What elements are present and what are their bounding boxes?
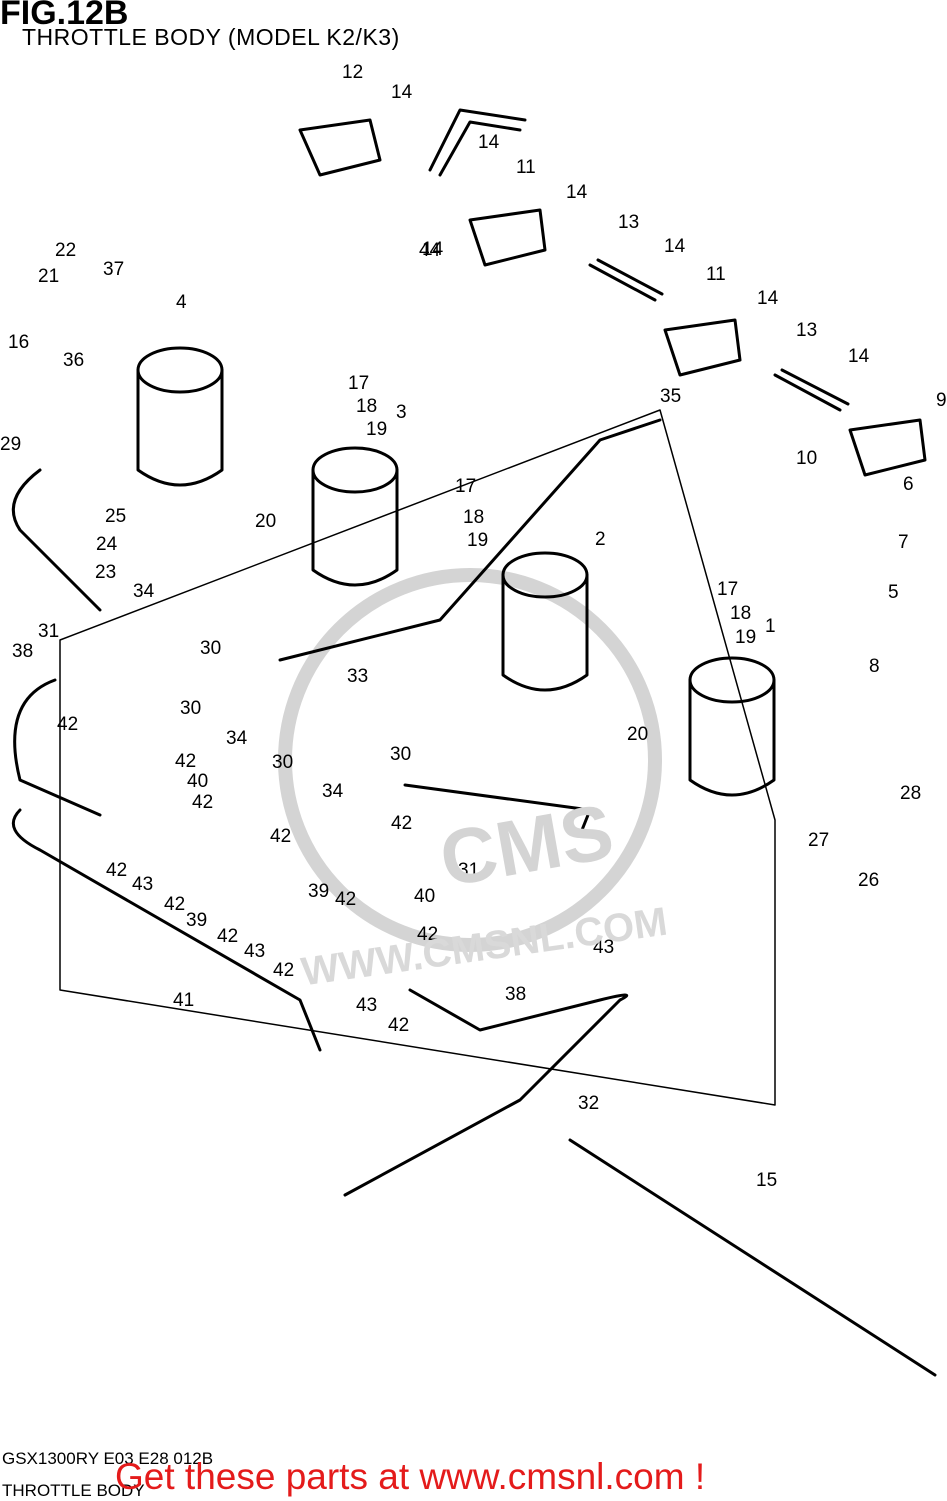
callout-42: 42 xyxy=(217,926,238,947)
callout-43: 43 xyxy=(244,941,265,962)
callout-38: 38 xyxy=(12,641,33,662)
callout-26: 26 xyxy=(858,870,879,891)
callout-34: 34 xyxy=(322,781,344,802)
callout-34: 34 xyxy=(133,581,155,602)
callout-18: 18 xyxy=(730,603,751,624)
callout-4: 4 xyxy=(176,292,187,313)
callout-29: 29 xyxy=(0,434,21,455)
callout-19: 19 xyxy=(366,419,387,440)
callout-28: 28 xyxy=(900,783,921,804)
callout-30: 30 xyxy=(390,744,411,765)
callout-21: 21 xyxy=(38,266,59,287)
callout-13: 13 xyxy=(618,212,639,233)
callout-17: 17 xyxy=(348,373,369,394)
parts-illustration xyxy=(11,108,937,1377)
callout-27: 27 xyxy=(808,830,829,851)
callout-40: 40 xyxy=(187,771,208,792)
callout-31: 31 xyxy=(458,860,479,881)
callout-6: 6 xyxy=(903,474,914,495)
callout-33: 33 xyxy=(347,666,368,687)
callout-39: 39 xyxy=(186,910,207,931)
callout-25: 25 xyxy=(105,506,126,527)
callout-42: 42 xyxy=(106,860,127,881)
callout-31: 31 xyxy=(38,621,59,642)
callout-17: 17 xyxy=(717,579,738,600)
callout-9: 9 xyxy=(936,390,947,411)
callout-30: 30 xyxy=(272,752,293,773)
callout-42: 42 xyxy=(164,894,185,915)
callout-23: 23 xyxy=(95,562,116,583)
section-name: THROTTLE BODY xyxy=(2,1481,145,1500)
callout-14: 14 xyxy=(391,82,413,103)
callout-11: 11 xyxy=(706,264,726,285)
callout-40: 40 xyxy=(414,886,435,907)
callout-42: 42 xyxy=(273,960,294,981)
callout-37: 37 xyxy=(103,259,124,280)
callout-16: 16 xyxy=(8,332,29,353)
callout-15: 15 xyxy=(756,1170,777,1191)
callout-3: 3 xyxy=(396,402,407,423)
callout-36: 36 xyxy=(63,350,84,371)
model-code: GSX1300RY E03 E28 012B xyxy=(2,1449,214,1468)
callout-41: 41 xyxy=(173,990,194,1011)
callout-34: 34 xyxy=(226,728,248,749)
callout-30: 30 xyxy=(200,638,221,659)
callout-5: 5 xyxy=(888,582,899,603)
callout-22: 22 xyxy=(55,240,76,261)
callout-20: 20 xyxy=(255,511,276,532)
callout-14: 14 xyxy=(478,132,500,153)
callout-14: 14 xyxy=(566,182,588,203)
callout-20: 20 xyxy=(627,724,648,745)
figure-title: FIG.12B xyxy=(0,0,129,32)
callout-42: 42 xyxy=(270,826,291,847)
callout-38: 38 xyxy=(505,984,526,1005)
callout-14: 14 xyxy=(848,346,870,367)
callout-42: 42 xyxy=(335,889,356,910)
callout-43: 43 xyxy=(593,937,614,958)
callout-24: 24 xyxy=(96,534,118,555)
callout-11: 11 xyxy=(516,157,536,178)
callout-42: 42 xyxy=(175,751,196,772)
promo-link[interactable]: Get these parts at www.cmsnl.com ! xyxy=(115,1456,706,1497)
callout-2: 2 xyxy=(595,529,606,550)
callout-32: 32 xyxy=(578,1093,599,1114)
callout-42: 42 xyxy=(57,714,78,735)
callout-10: 10 xyxy=(796,448,817,469)
callout-42: 42 xyxy=(391,813,412,834)
callout-35: 35 xyxy=(660,386,681,407)
callout-12: 12 xyxy=(342,62,363,83)
callout-43: 43 xyxy=(356,995,377,1016)
callout-14: 14 xyxy=(757,288,779,309)
figure-subtitle: THROTTLE BODY (MODEL K2/K3) xyxy=(22,24,400,50)
callout-39: 39 xyxy=(308,881,329,902)
callout-13: 13 xyxy=(796,320,817,341)
callout-7: 7 xyxy=(898,532,909,553)
callout-labels: 1234567891011111213131414141414141415161… xyxy=(0,62,947,1191)
callout-19: 19 xyxy=(467,530,488,551)
callout-43: 43 xyxy=(132,874,153,895)
callout-14: 14 xyxy=(664,236,686,257)
callout-1: 1 xyxy=(765,616,776,637)
callout-17: 17 xyxy=(455,476,476,497)
callout-14: 14 xyxy=(422,239,444,260)
callout-30: 30 xyxy=(180,698,201,719)
callout-42: 42 xyxy=(388,1015,409,1036)
callout-42: 42 xyxy=(192,792,213,813)
callout-44: 44 xyxy=(419,240,441,261)
watermark-logo xyxy=(278,568,662,952)
callout-19: 19 xyxy=(735,627,756,648)
callout-42: 42 xyxy=(417,924,438,945)
callout-18: 18 xyxy=(463,507,484,528)
callout-8: 8 xyxy=(869,656,880,677)
callout-18: 18 xyxy=(356,396,377,417)
